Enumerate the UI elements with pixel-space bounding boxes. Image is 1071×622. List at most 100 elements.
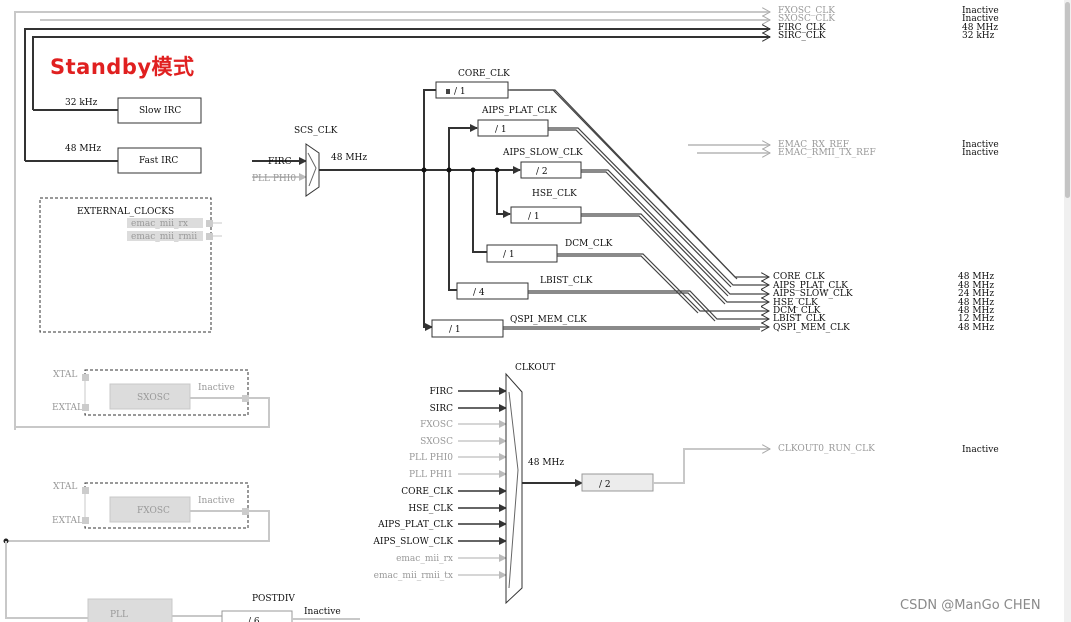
firc-clk-freq: 48 MHz <box>962 23 998 33</box>
emac-rx-ref-label: EMAC_RX_REF <box>778 140 849 150</box>
top-clock-bus <box>14 12 770 430</box>
fxosc-extal-label: EXTAL <box>52 516 83 526</box>
scrollbar-thumb[interactable] <box>1065 2 1070 198</box>
clkout-freq: 48 MHz <box>528 458 564 468</box>
fxosc-block[interactable]: XTAL EXTAL FXOSC Inactive <box>3 482 270 619</box>
emac-mii-rx-input[interactable]: emac_mii_rx <box>127 218 222 229</box>
output-dcm-clk-label: DCM_CLK <box>773 306 821 316</box>
output-qspi-mem-clk-label: QSPI_MEM_CLK <box>773 323 850 333</box>
clkout-input-label: FIRC <box>430 387 454 397</box>
fast-irc-block[interactable]: 48 MHz Fast IRC <box>25 144 202 174</box>
emac-mii-rx-label: emac_mii_rx <box>131 219 188 229</box>
clkout-input-label: CORE_CLK <box>401 487 453 497</box>
pll-postdiv-label: POSTDIV <box>252 594 295 604</box>
output-aips-plat-clk-freq: 48 MHz <box>958 281 994 291</box>
divider-hse-clk[interactable]: HSE_CLK / 1 <box>510 189 582 224</box>
clkout-input-row[interactable]: PLL PHI0 <box>409 453 507 463</box>
scs-input-firc: FIRC <box>268 157 292 167</box>
clkout-input-label: SIRC <box>430 404 453 414</box>
sxosc-clk-status: Inactive <box>962 14 999 24</box>
sirc-clk-freq: 32 kHz <box>962 31 995 41</box>
divider-aips-slow-clk-value: / 2 <box>536 167 548 177</box>
sirc-clk-label: SIRC_CLK <box>778 31 826 41</box>
divider-core-clk[interactable]: CORE_CLK / 1 <box>435 69 510 99</box>
divider-hse-clk-label: HSE_CLK <box>532 189 577 199</box>
fast-irc-label: Fast IRC <box>139 156 178 166</box>
clkout-input-row[interactable]: CORE_CLK <box>401 487 507 497</box>
divider-aips-slow-clk-label: AIPS_SLOW_CLK <box>502 148 583 158</box>
slow-irc-freq: 32 kHz <box>65 98 98 108</box>
fxosc-label: FXOSC <box>137 506 170 516</box>
clkout-input-row[interactable]: emac_mii_rmii_tx <box>374 571 507 581</box>
external-clocks-group: EXTERNAL_CLOCKS emac_mii_rx emac_mii_rmi… <box>39 197 222 333</box>
divider-tree-wires <box>421 89 521 331</box>
fxosc-xtal-label: XTAL <box>53 482 77 492</box>
divider-lbist-clk-label: LBIST_CLK <box>540 276 593 286</box>
divider-hse-clk-value: / 1 <box>528 212 540 222</box>
top-output-labels: FXOSC_CLK SXOSC_CLK FIRC_CLK SIRC_CLK In… <box>778 6 999 41</box>
clkout-input-row[interactable]: AIPS_PLAT_CLK <box>377 520 507 530</box>
pll-postdiv-value: / 6 <box>248 617 260 622</box>
mode-title: Standby模式 <box>50 55 195 79</box>
clkout-input-row[interactable]: AIPS_SLOW_CLK <box>372 537 507 547</box>
clkout-input-label: FXOSC <box>420 420 453 430</box>
divider-dcm-clk-label: DCM_CLK <box>565 239 613 249</box>
divider-lbist-clk[interactable]: LBIST_CLK / 4 <box>456 276 593 300</box>
scs-input-pll-phi0: PLL PHI0 <box>252 174 296 184</box>
clkout-input-row[interactable]: PLL PHI1 <box>409 470 507 480</box>
clkout-input-label: PLL PHI1 <box>409 470 453 480</box>
clkout-input-row[interactable]: HSE_CLK <box>408 504 507 514</box>
clkout-input-row[interactable]: emac_mii_rx <box>396 554 507 564</box>
divider-aips-plat-clk-label: AIPS_PLAT_CLK <box>481 106 557 116</box>
fxosc-status: Inactive <box>198 496 235 506</box>
divider-aips-plat-clk-value: / 1 <box>495 125 507 135</box>
output-hse-clk-label: HSE_CLK <box>773 298 818 308</box>
pll-block[interactable]: PLL / 6 POSTDIV Inactive <box>87 594 360 622</box>
clkout-input-label: PLL PHI0 <box>409 453 453 463</box>
sxosc-clk-label: SXOSC_CLK <box>778 14 835 24</box>
pll-status: Inactive <box>304 607 341 617</box>
sxosc-status: Inactive <box>198 383 235 393</box>
scs-clk-mux[interactable]: SCS_CLK FIRC PLL PHI0 48 MHz <box>252 126 500 197</box>
emac-outputs: EMAC_RX_REF EMAC_RMII_TX_REF Inactive In… <box>688 140 999 158</box>
clkout-input-row[interactable]: SIRC <box>430 404 507 414</box>
scs-clk-label: SCS_CLK <box>294 126 338 136</box>
emac-rmii-tx-ref-status: Inactive <box>962 148 999 158</box>
sxosc-extal-label: EXTAL <box>52 403 83 413</box>
clkout-input-label: emac_mii_rx <box>396 554 453 564</box>
output-core-clk-label: CORE_CLK <box>773 272 825 282</box>
fxosc-clk-status: Inactive <box>962 6 999 16</box>
divider-dcm-clk-value: / 1 <box>503 250 515 260</box>
clkout-input-label: emac_mii_rmii_tx <box>374 571 453 581</box>
divider-qspi-mem-clk-label: QSPI_MEM_CLK <box>510 315 587 325</box>
clkout-input-row[interactable]: FXOSC <box>420 420 507 430</box>
divider-lbist-clk-value: / 4 <box>473 288 485 298</box>
output-lbist-clk-freq: 12 MHz <box>958 314 994 324</box>
clkout-input-label: AIPS_PLAT_CLK <box>377 520 453 530</box>
clkout-input-row[interactable]: SXOSC <box>420 437 507 447</box>
divider-dcm-clk[interactable]: DCM_CLK / 1 <box>486 239 613 263</box>
slow-irc-block[interactable]: 32 kHz Slow IRC <box>33 97 202 124</box>
output-aips-plat-clk-label: AIPS_PLAT_CLK <box>772 281 848 291</box>
output-aips-slow-clk-freq: 24 MHz <box>958 289 994 299</box>
divider-qspi-mem-clk[interactable]: QSPI_MEM_CLK / 1 <box>431 315 587 338</box>
emac-rx-ref-status: Inactive <box>962 140 999 150</box>
sxosc-xtal-label: XTAL <box>53 370 77 380</box>
clkout-input-label: HSE_CLK <box>408 504 453 514</box>
output-aips-slow-clk-label: AIPS_SLOW_CLK <box>772 289 853 299</box>
clkout-input-row[interactable]: FIRC <box>430 387 507 397</box>
slow-irc-label: Slow IRC <box>139 106 181 116</box>
divider-aips-plat-clk[interactable]: AIPS_PLAT_CLK / 1 <box>477 106 557 137</box>
vertical-scrollbar[interactable] <box>1064 0 1071 622</box>
clkout-input-label: SXOSC <box>420 437 453 447</box>
csdn-watermark: CSDN @ManGo CHEN <box>900 598 1041 613</box>
emac-mii-rmii-input[interactable]: emac_mii_rmii <box>127 231 222 242</box>
output-core-clk-freq: 48 MHz <box>958 272 994 282</box>
divider-aips-slow-clk[interactable]: AIPS_SLOW_CLK / 2 <box>502 148 583 179</box>
output-qspi-mem-clk-freq: 48 MHz <box>958 323 994 333</box>
sxosc-block[interactable]: XTAL EXTAL SXOSC Inactive <box>15 369 270 428</box>
output-lbist-clk-label: LBIST_CLK <box>773 314 826 324</box>
